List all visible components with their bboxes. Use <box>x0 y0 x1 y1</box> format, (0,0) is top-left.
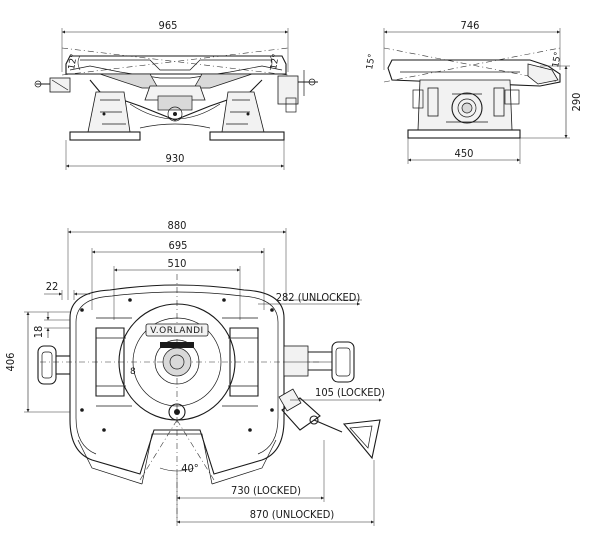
dim-730-label: 730 (LOCKED) <box>231 484 301 497</box>
plan-view: 880 695 510 22 <box>4 219 385 526</box>
dim-870-label: 870 (UNLOCKED) <box>250 508 335 521</box>
tilt-right-label: 12° <box>269 53 282 70</box>
side-view: 746 15° 15° 290 450 <box>365 19 583 164</box>
front-top-plate <box>65 55 287 75</box>
dim-880-label: 880 <box>168 219 187 232</box>
front-view: 965 12° 12° <box>34 19 318 170</box>
side-tilt-right-label: 15° <box>551 51 564 68</box>
dim-282-label: 282 (UNLOCKED) <box>276 291 361 304</box>
dim-695-label: 695 <box>169 239 188 252</box>
dim-450-label: 450 <box>455 147 474 160</box>
tilt-left-label: 12° <box>67 53 80 70</box>
angle-40-label: 40° <box>181 462 199 475</box>
brand-plate <box>145 323 209 337</box>
dim-105-label: 105 (LOCKED) <box>315 386 385 399</box>
side-tilt-left-label: 15° <box>365 53 378 70</box>
handle-left <box>37 345 57 385</box>
front-foot-right <box>209 131 285 141</box>
release-handle <box>342 419 381 460</box>
dim-510-label: 510 <box>168 257 187 270</box>
dim-8-label: 8 <box>130 367 136 377</box>
dim-290-label: 290 <box>570 93 583 112</box>
dim-965-label: 965 <box>159 19 178 32</box>
kingpin-bore <box>162 347 192 377</box>
dim-18-label: 18 <box>32 326 45 339</box>
dim-930-label: 930 <box>166 152 185 165</box>
dim-746-label: 746 <box>461 19 480 32</box>
front-foot-left <box>69 131 141 141</box>
brand-text: V.ORLANDI <box>150 326 203 336</box>
dim-22-label: 22 <box>46 280 59 293</box>
side-base <box>407 129 521 139</box>
dim-406-label: 406 <box>4 353 17 372</box>
